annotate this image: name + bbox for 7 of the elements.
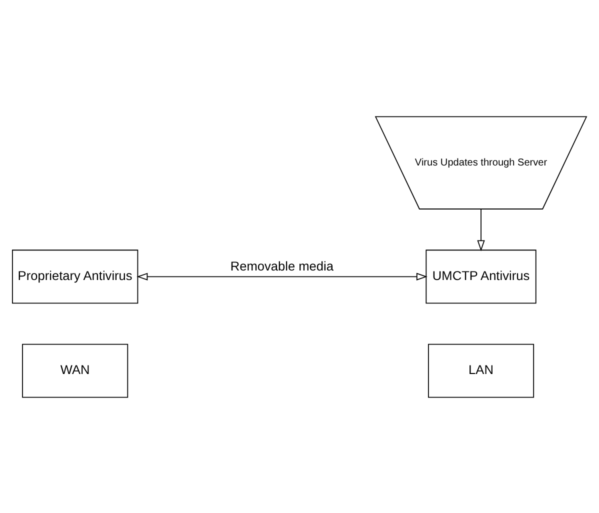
edge-label: Removable media xyxy=(230,258,334,273)
node-box: WAN xyxy=(22,343,128,398)
node-box: LAN xyxy=(428,343,534,398)
arrow xyxy=(136,272,428,280)
arrow xyxy=(477,208,485,251)
node-box: UMCTP Antivirus xyxy=(426,249,536,304)
node-box: Proprietary Antivirus xyxy=(12,249,138,304)
